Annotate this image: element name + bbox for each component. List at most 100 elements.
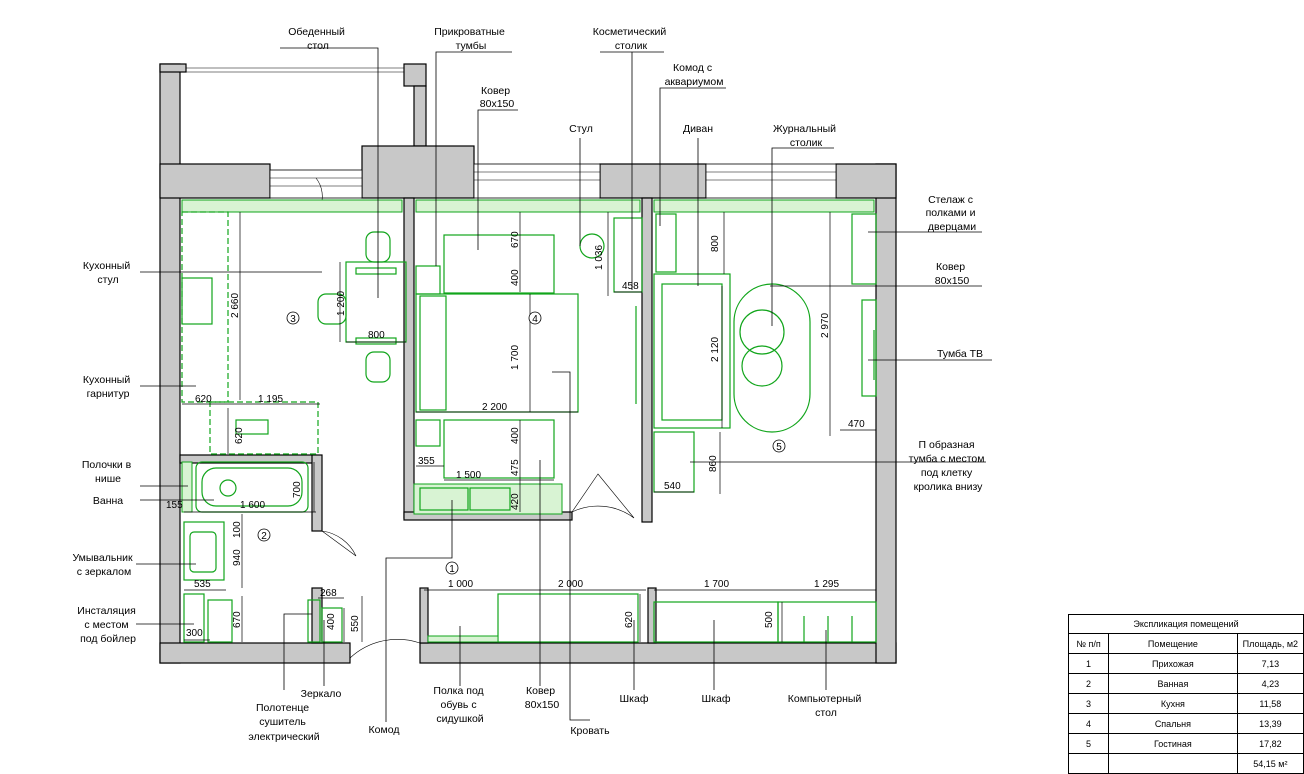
table-row: 5 Гостиная 17,82 <box>1067 733 1304 754</box>
callout-labels: Обеденный стол Прикроватные тумбы Космет… <box>72 26 988 743</box>
walls <box>159 63 897 664</box>
dim-bath-535: 535 <box>194 579 211 590</box>
dim-dining-800: 800 <box>368 330 385 341</box>
label-dresser-aquarium: Комод с аквариумом <box>665 62 724 88</box>
row-number: 4 <box>1067 713 1110 734</box>
dim-sofa-800: 800 <box>710 235 721 252</box>
dim-hall-268: 268 <box>320 588 337 599</box>
dim-bed-355: 355 <box>418 456 435 467</box>
svg-text:2: 2 <box>261 531 267 542</box>
table-row: 1 Прихожая 7,13 <box>1067 653 1304 674</box>
label-niche-shelves: Полочки в нише <box>82 459 134 485</box>
table-row: 2 Ванная 4,23 <box>1067 673 1304 694</box>
row-area: 11,58 <box>1236 693 1304 714</box>
row-number: 1 <box>1067 653 1110 674</box>
dim-bed-400: 400 <box>510 269 521 286</box>
label-p-cabinet: П образная тумба с местом под клетку кро… <box>909 439 988 493</box>
row-room: Гостиная <box>1108 733 1238 754</box>
label-chair: Стул <box>569 123 593 135</box>
leader-lines <box>136 47 992 722</box>
row-room: Прихожая <box>1108 653 1238 674</box>
explication-table: Экспликация помещений № п/п Помещение Пл… <box>1067 614 1304 774</box>
label-sofa: Диван <box>683 123 713 135</box>
dim-kitchen-1195: 1 195 <box>258 394 283 405</box>
dim-kitchen-620: 620 <box>195 394 212 405</box>
row-room: Спальня <box>1108 713 1238 734</box>
label-computer-desk: Компьютерный стол <box>788 693 864 719</box>
label-towel-dryer: Полотенце сушитель электрический <box>248 702 319 743</box>
dim-bath-100: 100 <box>232 521 243 538</box>
row-room: Ванная <box>1108 673 1238 694</box>
table-header-row: № п/п Помещение Площадь, м2 <box>1067 633 1304 654</box>
label-rug-living: Ковер 80х150 <box>935 261 970 287</box>
label-shelving: Стелаж с полками и дверцами <box>926 194 979 233</box>
dim-bath-1600: 1 600 <box>240 500 265 511</box>
label-bathtub: Ванна <box>93 495 123 507</box>
label-rug-bedroom: Ковер 80х150 <box>480 85 515 110</box>
row-number: 5 <box>1067 733 1110 754</box>
dim-bed-420: 420 <box>510 493 521 510</box>
label-bedside-tables: Прикроватные тумбы <box>434 26 508 52</box>
label-dresser: Комод <box>369 724 400 736</box>
dim-bed-475: 475 <box>510 459 521 476</box>
doors <box>315 177 635 659</box>
dim-hall-2000: 2 000 <box>558 579 583 590</box>
dim-bath-670: 670 <box>232 611 243 628</box>
label-mirror: Зеркало <box>301 688 342 700</box>
header-room: Помещение <box>1108 633 1238 654</box>
table-row: 3 Кухня 11,58 <box>1067 693 1304 714</box>
dim-bath-940: 940 <box>232 549 243 566</box>
room-numbers: 1 2 3 4 5 <box>257 311 786 575</box>
label-vanity-table: Косметический столик <box>593 26 669 52</box>
label-kitchen-set: Кухонный гарнитур <box>83 374 133 400</box>
label-bed: Кровать <box>570 725 610 737</box>
dim-bed-1700: 1 700 <box>510 345 521 370</box>
dim-hall-400: 400 <box>326 613 337 630</box>
svg-text:1: 1 <box>449 564 455 575</box>
row-area: 17,82 <box>1236 733 1304 754</box>
label-wardrobe-2: Шкаф <box>702 693 731 705</box>
dim-living-860: 860 <box>708 455 719 472</box>
dim-hall-1000: 1 000 <box>448 579 473 590</box>
table-total-row: 54,15 м² <box>1067 753 1304 774</box>
table-caption: Экспликация помещений <box>1068 614 1304 634</box>
total-area: 54,15 м² <box>1236 753 1304 774</box>
dim-bath-700: 700 <box>292 481 303 498</box>
dim-dining-1200: 1 200 <box>336 291 347 316</box>
table-row: 4 Спальня 13,39 <box>1067 713 1304 734</box>
room-number-4: 4 <box>528 311 542 325</box>
label-washbasin: Умывальник с зеркалом <box>72 552 135 578</box>
svg-text:4: 4 <box>532 314 538 325</box>
header-number: № п/п <box>1067 633 1110 654</box>
label-kitchen-chair: Кухонный стул <box>83 260 133 286</box>
label-coffee-table: Журнальный столик <box>773 123 839 149</box>
dim-living-470: 470 <box>848 419 865 430</box>
row-number: 2 <box>1067 673 1110 694</box>
dim-living-540: 540 <box>664 481 681 492</box>
dim-vanity-1036: 1 036 <box>594 245 605 270</box>
dim-hall-620: 620 <box>624 611 635 628</box>
svg-text:3: 3 <box>290 314 296 325</box>
dim-living-1295: 1 295 <box>814 579 839 590</box>
dim-bed-670: 670 <box>510 231 521 248</box>
dim-sofa-2120: 2 120 <box>710 337 721 362</box>
room-number-1: 1 <box>445 561 459 575</box>
label-tv-stand: Тумба ТВ <box>937 348 983 360</box>
dim-bath-300: 300 <box>186 628 203 639</box>
dim-kitchen-height: 2 660 <box>230 293 241 318</box>
dim-living-1700: 1 700 <box>704 579 729 590</box>
label-installation: Инсталяция с местом под бойлер <box>77 605 138 645</box>
dim-vanity-458: 458 <box>622 281 639 292</box>
row-area: 4,23 <box>1236 673 1304 694</box>
dimension-lines <box>182 212 876 642</box>
table-caption-row: Экспликация помещений <box>1068 614 1304 634</box>
row-room: Кухня <box>1108 693 1238 714</box>
dim-bed-400b: 400 <box>510 427 521 444</box>
dim-kitchen-620v: 620 <box>234 427 245 444</box>
row-area: 13,39 <box>1236 713 1304 734</box>
dimension-labels: 2 660 1 200 800 620 1 195 620 670 400 1 … <box>166 231 865 639</box>
svg-text:5: 5 <box>776 442 782 453</box>
label-shoe-shelf: Полка под обувь с сидушкой <box>433 685 486 725</box>
room-number-2: 2 <box>257 528 271 542</box>
